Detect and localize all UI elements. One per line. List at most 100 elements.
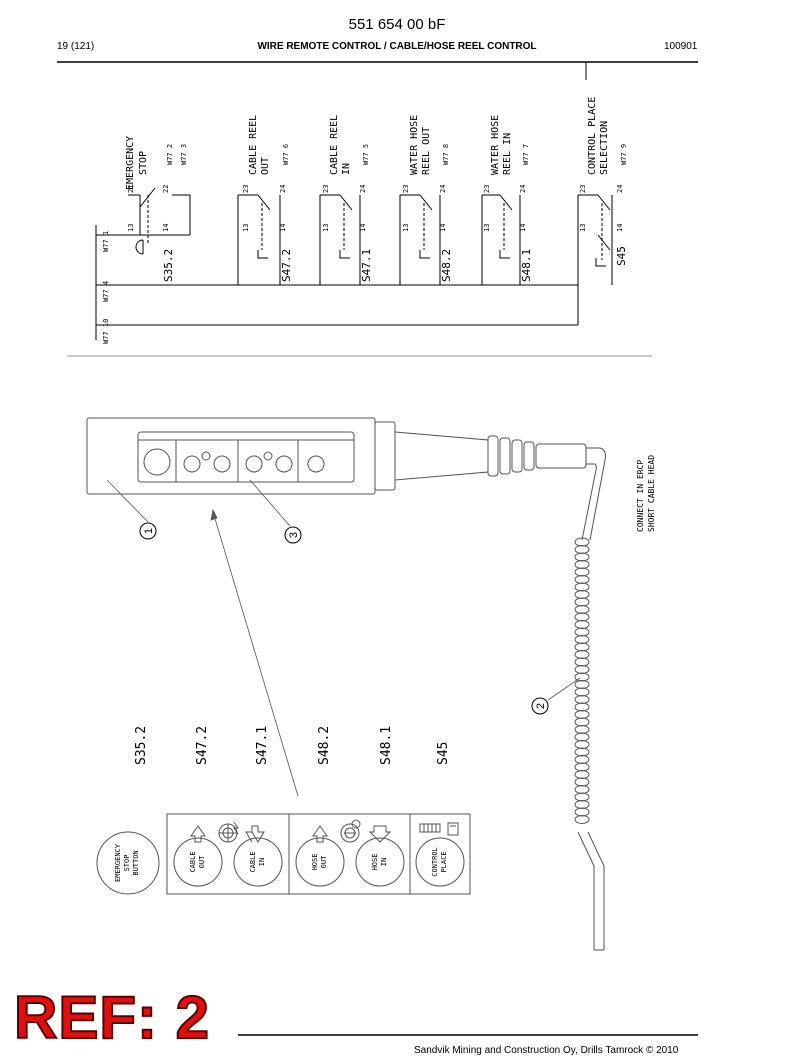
col5-switch-label: S48.1 bbox=[520, 249, 533, 282]
control-place-button bbox=[415, 837, 465, 887]
svg-text:W77 3: W77 3 bbox=[180, 144, 188, 165]
svg-text:HOSE: HOSE bbox=[311, 854, 319, 871]
coil-loop bbox=[574, 605, 590, 614]
col2-title-2: OUT bbox=[260, 157, 271, 175]
pendant-estop-button bbox=[143, 448, 171, 476]
cable-out-button bbox=[173, 837, 223, 887]
document-date: 100901 bbox=[664, 41, 698, 52]
switch-label-s45: S45 bbox=[436, 742, 451, 765]
coil-loop bbox=[574, 597, 590, 607]
svg-text:BUTTON: BUTTON bbox=[132, 850, 140, 875]
svg-text:CONTROL: CONTROL bbox=[431, 847, 439, 877]
coil-loop bbox=[574, 590, 590, 599]
callout-3-circle bbox=[284, 526, 302, 544]
bus-wire-label-10: W77 10 bbox=[102, 319, 110, 344]
svg-text:W77 5: W77 5 bbox=[362, 144, 370, 165]
coil-loop bbox=[574, 560, 590, 569]
coil-loop bbox=[574, 567, 590, 577]
col3-switch-label: S47.1 bbox=[360, 249, 373, 282]
svg-text:OUT: OUT bbox=[198, 855, 206, 868]
svg-text:23: 23 bbox=[579, 185, 587, 193]
hose-reel-icon bbox=[340, 823, 360, 843]
switch-s482 bbox=[399, 194, 441, 285]
svg-text:24: 24 bbox=[359, 185, 367, 193]
coil-loop bbox=[574, 800, 590, 809]
remote-icon bbox=[447, 822, 459, 836]
arrow-up-icon bbox=[312, 825, 328, 843]
cable-in-button bbox=[233, 837, 283, 887]
svg-text:CABLE: CABLE bbox=[249, 851, 257, 872]
svg-text:PLACE: PLACE bbox=[440, 851, 448, 872]
coil-loop bbox=[574, 620, 590, 629]
col6-switch-label: S45 bbox=[615, 246, 628, 266]
svg-text:23: 23 bbox=[242, 185, 250, 193]
svg-text:13: 13 bbox=[127, 224, 135, 232]
switch-label-s35: S35.2 bbox=[134, 726, 149, 765]
coil-loop bbox=[574, 642, 590, 652]
document-title: WIRE REMOTE CONTROL / CABLE/HOSE REEL CO… bbox=[257, 41, 537, 52]
switch-s472 bbox=[237, 194, 281, 285]
schematic-labels: EMERGENCY STOP CABLE REEL OUT CABLE REEL… bbox=[125, 97, 628, 282]
coil-loop bbox=[574, 755, 590, 764]
col4-title-2: REEL OUT bbox=[421, 127, 432, 175]
svg-text:14: 14 bbox=[439, 224, 447, 232]
coil-loop bbox=[574, 650, 590, 659]
bus-wire-label-4: W77 4 bbox=[102, 281, 110, 302]
coil-loop bbox=[574, 687, 590, 697]
svg-text:24: 24 bbox=[279, 185, 287, 193]
col3-title-2: IN bbox=[341, 163, 352, 175]
col6-title-1: CONTROL PLACE bbox=[587, 97, 598, 175]
svg-text:W77 6: W77 6 bbox=[282, 144, 290, 165]
cable-note: CONNECT IN ERCP SHORT CABLE HEAD bbox=[636, 455, 656, 532]
svg-text:14: 14 bbox=[162, 224, 170, 232]
hose-in-button bbox=[355, 837, 405, 887]
coil-loop bbox=[574, 680, 590, 689]
svg-text:24: 24 bbox=[439, 185, 447, 193]
page-number: 19 (121) bbox=[57, 41, 95, 52]
switch-s481 bbox=[481, 194, 521, 285]
svg-text:23: 23 bbox=[322, 185, 330, 193]
switch-label-s482: S48.2 bbox=[317, 726, 332, 765]
coil-loop bbox=[574, 770, 590, 779]
coil-loop bbox=[574, 545, 590, 554]
svg-text:23: 23 bbox=[402, 185, 410, 193]
svg-text:14: 14 bbox=[359, 224, 367, 232]
arrow-down-icon bbox=[368, 825, 392, 843]
coil-loop bbox=[574, 732, 590, 742]
coil-loop bbox=[574, 695, 590, 704]
panel-button-labels: EMERGENCY STOP BUTTON CABLE OUT CABLE IN… bbox=[114, 843, 448, 882]
footer-copyright: Sandvik Mining and Construction Oy, Dril… bbox=[414, 1045, 679, 1056]
svg-text:14: 14 bbox=[616, 224, 624, 232]
ref-stamp: REF: 2 bbox=[13, 984, 211, 1051]
coil-loop bbox=[574, 575, 590, 584]
svg-text:24: 24 bbox=[616, 185, 624, 193]
col4-switch-label: S48.2 bbox=[440, 249, 453, 282]
coiled-cable bbox=[574, 537, 590, 824]
svg-text:HOSE: HOSE bbox=[371, 854, 379, 871]
col5-title-2: REEL IN bbox=[502, 133, 513, 175]
coil-loop bbox=[574, 612, 590, 622]
switch-s45 bbox=[577, 194, 613, 325]
coil-loop bbox=[574, 762, 590, 772]
col4-title-1: WATER HOSE bbox=[409, 115, 420, 175]
coil-loop bbox=[574, 627, 590, 637]
coil-loop bbox=[574, 635, 590, 644]
coil-loop bbox=[574, 740, 590, 749]
svg-text:EMERGENCY: EMERGENCY bbox=[114, 843, 122, 882]
switch-label-s471: S47.1 bbox=[255, 726, 270, 765]
coil-loop bbox=[574, 747, 590, 757]
svg-text:22: 22 bbox=[162, 185, 170, 193]
col1-switch-label: S35.2 bbox=[162, 249, 175, 282]
wiring-schematic bbox=[95, 187, 613, 340]
pendant-drawing bbox=[86, 417, 606, 541]
callout-1: 1 bbox=[143, 528, 155, 534]
pendant-button-plate bbox=[137, 431, 355, 483]
switch-id-labels: S35.2 S47.2 S47.1 S48.2 S48.1 S45 bbox=[134, 726, 451, 765]
document-number: 551 654 00 bF bbox=[348, 16, 446, 33]
callout-2-circle bbox=[531, 697, 549, 715]
col3-title-1: CABLE REEL bbox=[329, 115, 340, 175]
coil-loop bbox=[574, 657, 590, 667]
svg-text:13: 13 bbox=[322, 224, 330, 232]
svg-text:21: 21 bbox=[127, 185, 135, 193]
